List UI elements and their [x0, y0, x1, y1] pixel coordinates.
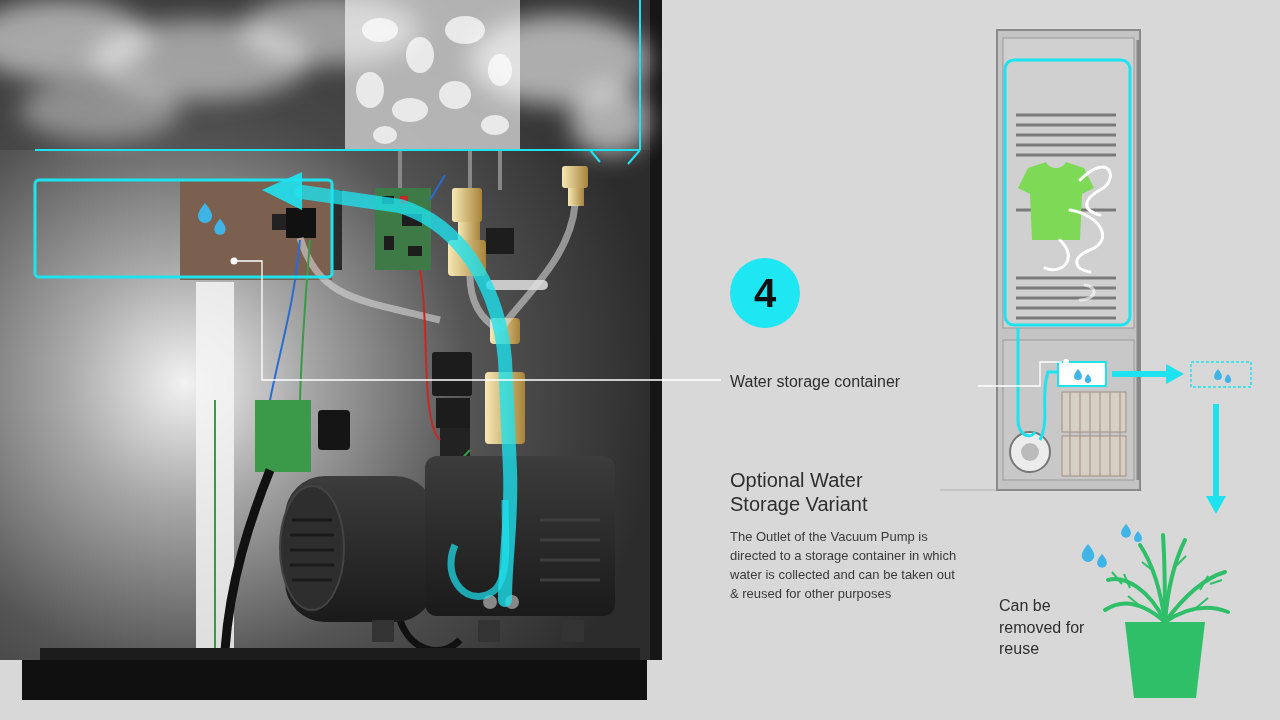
callout-number: 4	[754, 273, 776, 313]
variant-heading: Optional Water Storage Variant	[730, 468, 910, 516]
label-holder: Water storage container	[730, 372, 970, 392]
machine-cutaway	[0, 0, 721, 700]
description-note: The Outlet of the Vacuum Pump is directe…	[730, 528, 964, 603]
reuse-note: Can be removed for reuse	[999, 595, 1104, 660]
callout-number-node: 4	[730, 258, 800, 328]
label-holder: The Outlet of the Vacuum Pump is directe…	[730, 528, 964, 603]
callout-circle	[730, 258, 800, 328]
label-holder: Optional Water Storage Variant	[730, 468, 910, 516]
cabinet-schematic	[940, 30, 1251, 698]
label-holder: Can be removed for reuse	[999, 595, 1104, 660]
part-label: Water storage container	[730, 372, 970, 392]
